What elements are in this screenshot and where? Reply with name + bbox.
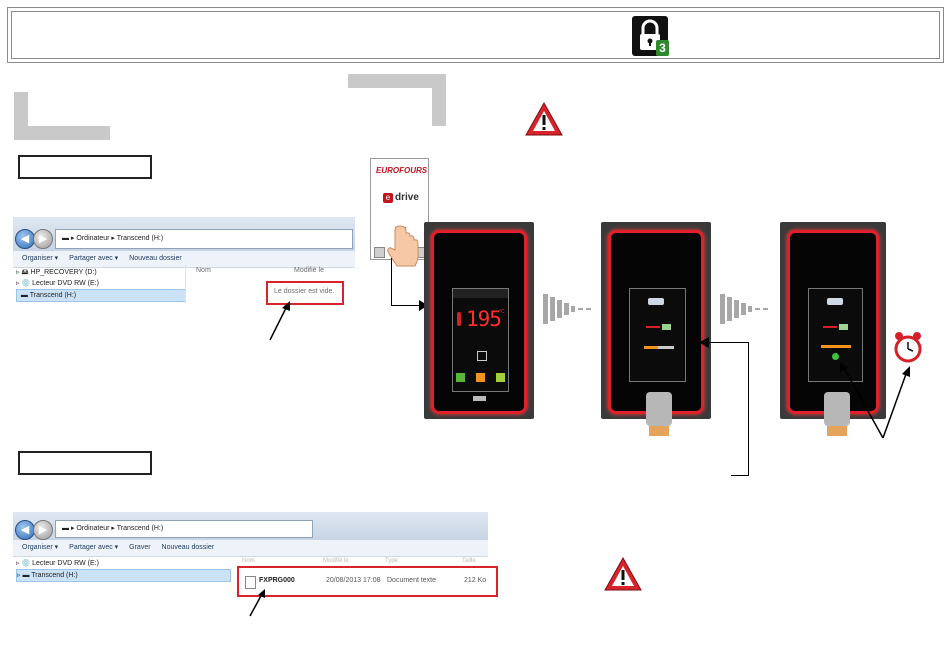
alarm-clock-icon <box>894 332 922 363</box>
warning-triangle-icon <box>603 556 643 592</box>
back-arrow-icon[interactable]: ◀ <box>15 229 35 249</box>
pointer-arrow <box>269 301 290 341</box>
tree-item-dvd[interactable]: ▹ 💿 Lecteur DVD RW (E:) <box>16 560 99 567</box>
text-file-icon <box>245 576 256 589</box>
tree-item-transcend[interactable]: ▹ ▬ Transcend (H:) <box>16 569 231 582</box>
burn-button[interactable]: Graver <box>129 544 151 551</box>
oven-control-panel <box>787 230 879 414</box>
grey-bracket <box>348 74 446 88</box>
grey-bracket <box>432 74 446 126</box>
screen-green-button[interactable] <box>456 373 465 382</box>
pressing-hand-icon <box>387 225 419 267</box>
empty-folder-message: Le dossier est vide. <box>274 288 335 295</box>
usb-drive-plugged <box>646 392 672 436</box>
oven-cabinet-complete <box>780 222 886 419</box>
oven-control-panel <box>608 230 704 414</box>
oven-touchscreen <box>629 288 686 382</box>
thermometer-icon <box>457 312 461 326</box>
explorer-titlebar: ◀ ▶ ▬ ▸ Ordinateur ▸ Transcend (H:) <box>13 512 488 540</box>
forward-arrow-icon[interactable]: ▶ <box>33 229 53 249</box>
oven-cabinet: 195 °C <box>424 222 534 419</box>
file-name[interactable]: FXPRG000 <box>259 577 295 584</box>
tree-item-dvd[interactable]: ▹ 💿 Lecteur DVD RW (E:) <box>16 280 99 287</box>
callout-arrowhead <box>699 337 709 348</box>
empty-folder-highlight: Le dossier est vide. <box>266 281 344 305</box>
address-bar[interactable]: ▬ ▸ Ordinateur ▸ Transcend (H:) <box>55 520 313 538</box>
address-bar[interactable]: ▬ ▸ Ordinateur ▸ Transcend (H:) <box>55 229 353 249</box>
new-folder-button[interactable]: Nouveau dossier <box>129 255 182 262</box>
oven-touchscreen[interactable]: 195 °C <box>452 288 509 392</box>
column-modified[interactable]: Modifié le <box>294 267 324 274</box>
progress-bar-track <box>644 346 674 349</box>
connector-line <box>391 258 392 306</box>
pane-divider <box>185 265 186 303</box>
callout-lines-complete <box>840 362 910 439</box>
step-box-1 <box>18 155 152 179</box>
nav-tree: ▹ 💿 Lecteur DVD RW (E:) ▹ ▬ Transcend (H… <box>16 558 231 582</box>
oven-cabinet-transfer <box>601 222 711 419</box>
screen-status-bar <box>453 289 508 298</box>
oven-target-icon <box>839 324 848 330</box>
transfer-arrow-icon <box>823 326 837 328</box>
oven-target-icon <box>662 324 671 330</box>
transfer-arrow-icon <box>646 326 660 328</box>
warning-triangle-icon <box>524 101 564 137</box>
callout-line <box>748 342 749 476</box>
file-type: Document texte <box>387 577 437 584</box>
screen-yellow-button[interactable] <box>496 373 505 382</box>
organise-menu[interactable]: Organiser ▾ <box>22 544 59 551</box>
oven-control-panel: 195 °C <box>431 230 527 414</box>
edrive-e-icon: e <box>383 193 393 203</box>
lock-level-badge: 3 <box>656 40 669 56</box>
tree-item-hp-recovery[interactable]: ▹ 🖴 HP_RECOVERY (D:) <box>16 269 97 276</box>
column-name[interactable]: Nom <box>196 267 211 274</box>
explorer-window-empty: ◀ ▶ ▬ ▸ Ordinateur ▸ Transcend (H:) Orga… <box>13 217 355 303</box>
new-folder-button[interactable]: Nouveau dossier <box>161 544 215 551</box>
share-menu[interactable]: Partager avec ▾ <box>69 255 119 262</box>
usb-drive-plugged <box>824 392 850 436</box>
edrive-logo-text: drive <box>395 192 419 203</box>
callout-line <box>731 475 749 476</box>
temperature-unit: °C <box>499 309 505 315</box>
file-date: 20/08/2013 17:08 <box>326 577 381 584</box>
pointer-arrow <box>249 589 265 617</box>
organise-menu[interactable]: Organiser ▾ <box>22 255 59 262</box>
explorer-toolbar: Organiser ▾ Partager avec ▾ Graver Nouve… <box>13 540 488 557</box>
program-icon[interactable] <box>477 351 487 361</box>
oven-touchscreen <box>808 288 863 382</box>
nav-tree: ▹ 🖴 HP_RECOVERY (D:) ▹ 💿 Lecteur DVD RW … <box>16 267 186 302</box>
back-arrow-icon[interactable]: ◀ <box>15 520 35 540</box>
forward-arrow-icon[interactable]: ▶ <box>33 520 53 540</box>
explorer-toolbar: Organiser ▾ Partager avec ▾ Nouveau doss… <box>13 251 355 268</box>
usb-stick-icon <box>648 298 664 305</box>
share-menu[interactable]: Partager avec ▾ <box>69 544 119 551</box>
connector-arrowhead <box>419 300 428 311</box>
signal-transfer-icon <box>543 294 595 324</box>
temperature-display: 195 <box>466 307 502 331</box>
edrive-button[interactable] <box>374 247 385 258</box>
tree-item-transcend[interactable]: ▬ Transcend (H:) <box>16 289 186 302</box>
header-inner-frame <box>11 11 940 59</box>
file-list-columns: Nom Modifié le Type Taille <box>242 558 476 564</box>
step-box-2 <box>18 451 152 475</box>
connector-line <box>391 305 421 306</box>
explorer-window-file: ◀ ▶ ▬ ▸ Ordinateur ▸ Transcend (H:) Orga… <box>13 512 488 582</box>
header-frame <box>7 7 944 63</box>
signal-transfer-icon <box>720 294 772 324</box>
usb-port <box>473 396 486 401</box>
progress-bar-fill <box>644 346 658 349</box>
progress-bar-fill <box>821 345 851 348</box>
screen-orange-button[interactable] <box>476 373 485 382</box>
check-icon <box>832 353 839 360</box>
file-size: 212 Ko <box>464 577 487 584</box>
explorer-titlebar: ◀ ▶ ▬ ▸ Ordinateur ▸ Transcend (H:) <box>13 217 355 251</box>
file-row-highlight: FXPRG000 20/08/2013 17:08 Document texte… <box>237 566 498 597</box>
callout-line <box>708 342 749 343</box>
grey-bracket <box>14 126 110 140</box>
usb-stick-icon <box>827 298 843 305</box>
eurofours-logo: EUROFOURS <box>376 166 428 175</box>
